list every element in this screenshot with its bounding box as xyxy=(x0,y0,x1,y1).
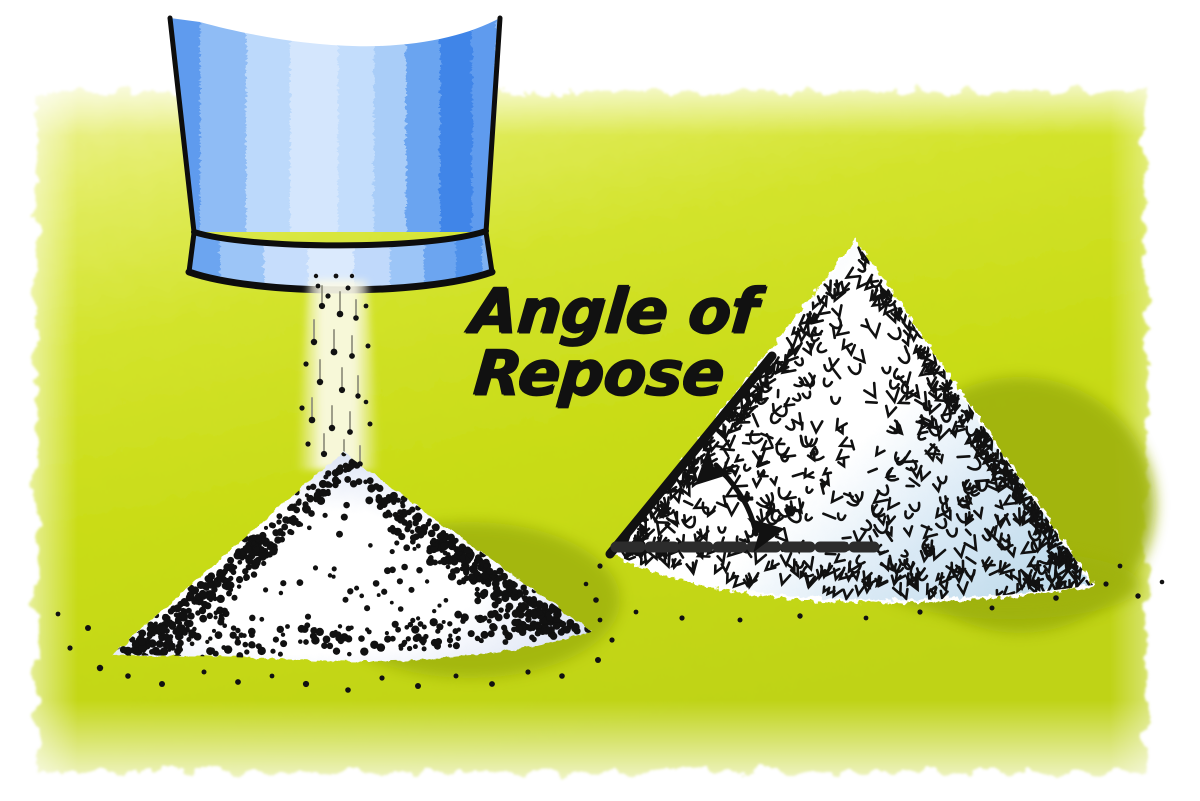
stream-haze xyxy=(296,280,380,470)
bucket-rim-top-edge xyxy=(191,228,489,249)
bucket-body-stripes xyxy=(170,18,500,232)
angle-arc-arrow xyxy=(694,448,785,553)
left-pile-body xyxy=(110,452,592,662)
left-pile-grains xyxy=(110,452,592,662)
bucket-right-wall-outline xyxy=(483,15,503,235)
bucket-rim-right-edge xyxy=(483,229,495,275)
right-cone-stray-grains xyxy=(583,563,1165,623)
bucket-rim-left-edge xyxy=(186,230,197,275)
bucket-left-wall-outline xyxy=(167,15,197,235)
slope-line xyxy=(605,351,777,559)
left-pile-stray-grains xyxy=(55,611,615,693)
